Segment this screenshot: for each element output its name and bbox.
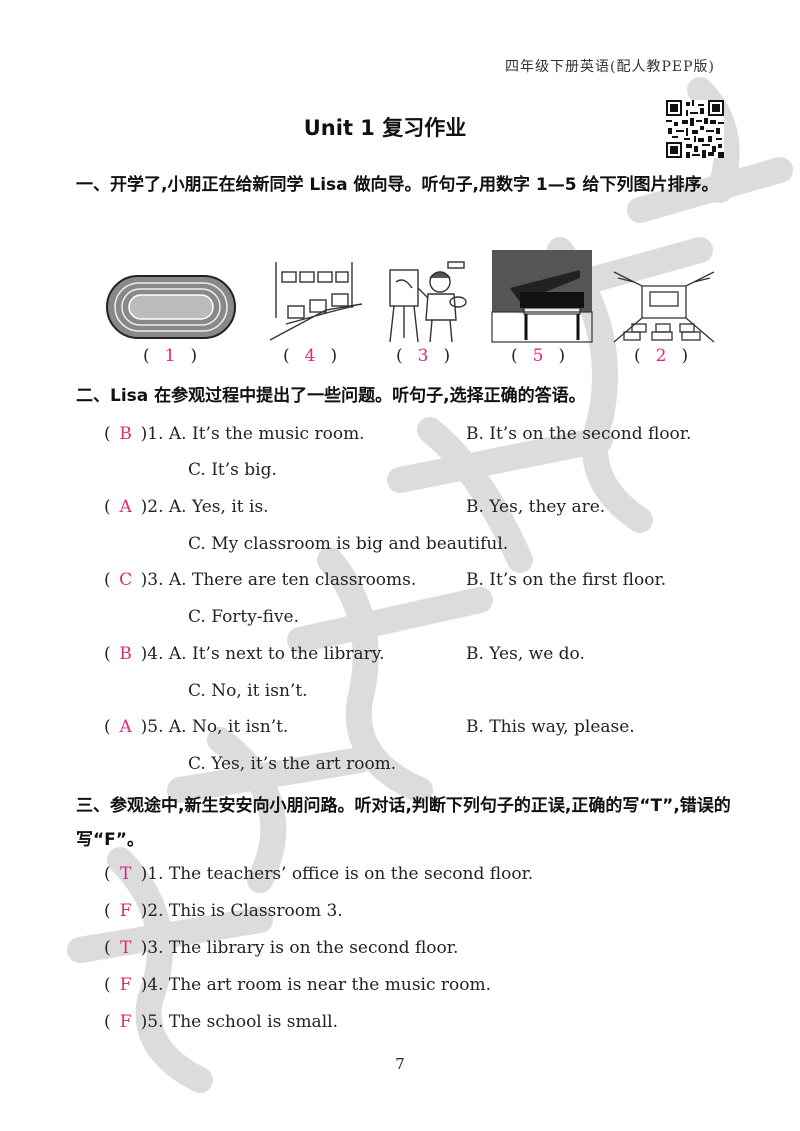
answer-blank[interactable]: T (119, 938, 132, 958)
answer-blank[interactable]: T (119, 864, 132, 884)
question-number: )2. (140, 497, 164, 517)
answer: 5 (532, 346, 544, 366)
classroom-icon (613, 271, 715, 343)
question-3-2: (F)2. This is Classroom 3. (104, 901, 343, 921)
qr-code-icon[interactable] (666, 100, 724, 158)
answer-blank[interactable]: B (119, 644, 132, 664)
option-b: B. It’s on the first floor. (466, 570, 667, 590)
question-2-1: (B)1. A. It’s the music room. (104, 424, 365, 444)
picture-3-order[interactable]: ( 3 ) (396, 346, 451, 366)
answer-blank[interactable]: A (119, 497, 132, 517)
option-b: B. Yes, we do. (466, 644, 585, 664)
question-3-3: (T)3. The library is on the second floor… (104, 938, 459, 958)
option-a: A. No, it isn’t. (168, 717, 289, 737)
running-track-icon (106, 275, 236, 339)
question-number: )4. (140, 644, 164, 664)
answer: 3 (417, 346, 429, 366)
page-number: 7 (395, 1055, 405, 1073)
question-3-5: (F)5. The school is small. (104, 1012, 338, 1032)
section-2-instruction: 二、Lisa 在参观过程中提出了一些问题。听句子,选择正确的答语。 (76, 386, 586, 406)
statement: )5. The school is small. (140, 1012, 338, 1032)
piano-music-room-icon (491, 250, 593, 343)
question-3-1: (T)1. The teachers’ office is on the sec… (104, 864, 534, 884)
question-2-3: (C)3. A. There are ten classrooms. (104, 570, 417, 590)
question-number: )5. (140, 717, 164, 737)
section-3-instruction: 三、参观途中,新生安安向小朋问路。听对话,判断下列句子的正误,正确的写“T”,错… (76, 796, 731, 850)
option-a: A. It’s the music room. (168, 424, 365, 444)
option-b: B. It’s on the second floor. (466, 424, 692, 444)
page-title: Unit 1 复习作业 (303, 116, 467, 140)
answer-blank[interactable]: F (119, 901, 132, 921)
computer-room-icon (269, 262, 363, 341)
question-2-2: (A)2. A. Yes, it is. (104, 497, 269, 517)
question-number: )3. (140, 570, 164, 590)
option-c: C. It’s big. (188, 460, 277, 480)
option-a: A. It’s next to the library. (168, 644, 385, 664)
answer-blank[interactable]: C (119, 570, 133, 590)
answer-blank[interactable]: F (119, 975, 132, 995)
book-note: 四年级下册英语(配人教PEP版) (505, 59, 715, 75)
option-b: B. This way, please. (466, 717, 635, 737)
answer-blank[interactable]: A (119, 717, 132, 737)
answer: 1 (164, 346, 176, 366)
question-2-5: (A)5. A. No, it isn’t. (104, 717, 289, 737)
statement: )2. This is Classroom 3. (140, 901, 343, 921)
question-2-4: (B)4. A. It’s next to the library. (104, 644, 385, 664)
option-c: C. Yes, it’s the art room. (188, 754, 397, 774)
option-c: C. Forty-five. (188, 607, 300, 627)
picture-1-order[interactable]: ( 1 ) (143, 346, 198, 366)
statement: )3. The library is on the second floor. (140, 938, 459, 958)
option-c: C. My classroom is big and beautiful. (188, 534, 509, 554)
statement: )1. The teachers’ office is on the secon… (140, 864, 534, 884)
option-b: B. Yes, they are. (466, 497, 606, 517)
picture-5-order[interactable]: ( 2 ) (634, 346, 689, 366)
answer-blank[interactable]: B (119, 424, 132, 444)
answer: 2 (655, 346, 667, 366)
option-c: C. No, it isn’t. (188, 681, 308, 701)
question-3-4: (F)4. The art room is near the music roo… (104, 975, 492, 995)
answer: 4 (304, 346, 316, 366)
section-1-instruction: 一、开学了,小朋正在给新同学 Lisa 做向导。听句子,用数字 1—5 给下列图… (76, 175, 719, 195)
statement: )4. The art room is near the music room. (140, 975, 492, 995)
answer-blank[interactable]: F (119, 1012, 132, 1032)
picture-4-order[interactable]: ( 5 ) (511, 346, 566, 366)
option-a: A. There are ten classrooms. (168, 570, 417, 590)
option-a: A. Yes, it is. (168, 497, 269, 517)
question-number: )1. (140, 424, 164, 444)
picture-row (0, 248, 800, 348)
picture-2-order[interactable]: ( 4 ) (283, 346, 338, 366)
art-painting-girl-icon (389, 261, 467, 343)
